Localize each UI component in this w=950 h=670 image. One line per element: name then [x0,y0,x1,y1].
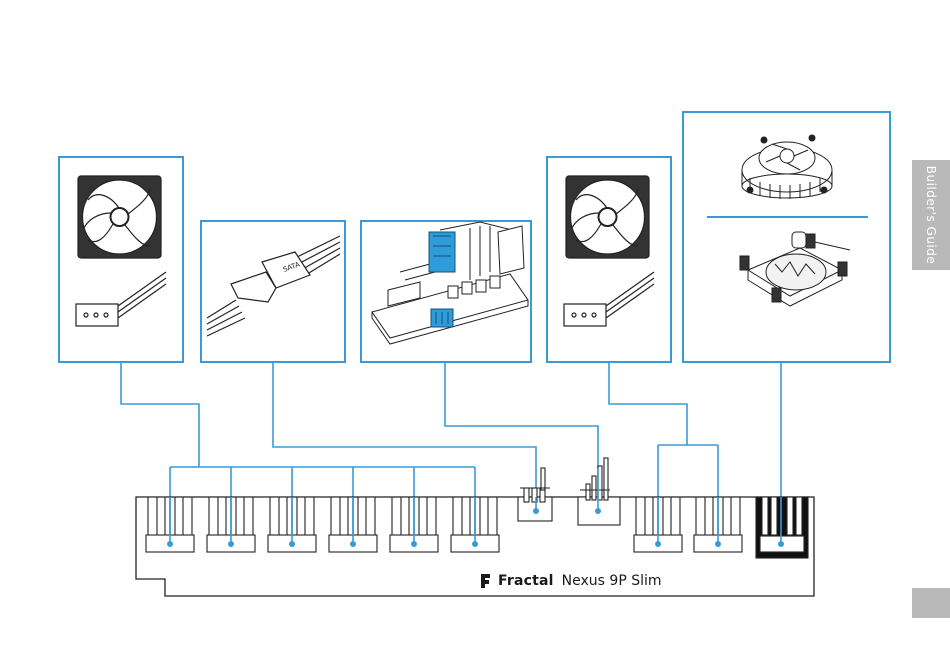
wiring [121,362,781,544]
pump-header [756,497,808,558]
fan-icon [566,176,649,258]
model-name: Nexus 9P Slim [562,573,662,589]
cpu-cooler-icon [742,135,832,199]
panel-motherboard [361,221,531,362]
panel-fan-left [59,157,183,362]
fan-connector-icon [564,272,654,326]
panel-sata: SATA [201,221,345,362]
panel-cooler-pump [683,112,890,362]
page-tab[interactable] [912,588,950,618]
sata-cable-icon: SATA [207,236,340,336]
motherboard-header-icon [372,222,528,344]
fractal-logo-icon [478,571,494,591]
builders-guide-label: Builder's Guide [924,166,938,265]
hub-branding: Fractal Nexus 9P Slim [478,570,662,592]
builders-guide-tab[interactable]: Builder's Guide [912,160,950,270]
fan-icon [78,176,161,258]
brand-name: Fractal [498,573,554,589]
fan-connector-icon [76,272,166,326]
panel-fan-right [547,157,671,362]
pump-icon [740,232,850,306]
sata-input [578,458,620,525]
